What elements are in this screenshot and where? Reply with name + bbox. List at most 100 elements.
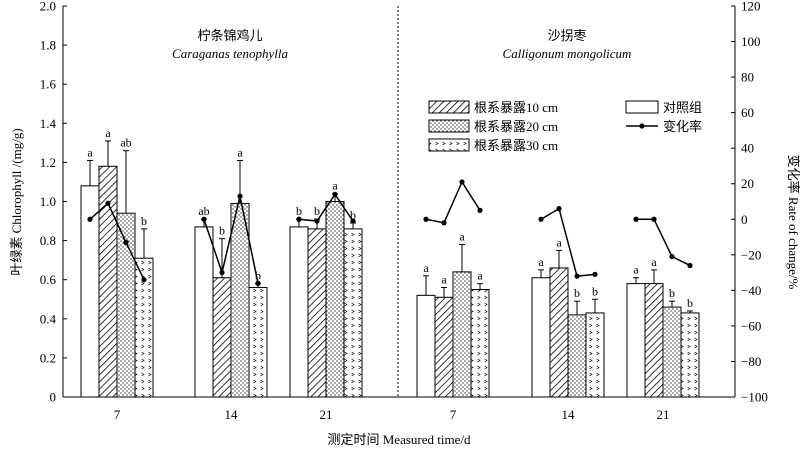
legend-label-exposure-20: 根系暴露20 cm [474,119,558,134]
left-y-tick-label: 0.8 [40,233,56,248]
rate-line [540,207,596,277]
significance-label: a [556,235,562,249]
legend-swatch-exposure-10 [428,100,470,114]
legend-swatch-control [625,100,659,114]
right-y-tick-label: 20 [741,176,754,191]
significance-label: b [350,208,356,222]
significance-label: a [459,230,465,244]
right-y-tick-label: 120 [741,0,761,14]
right-y-tick-label: −60 [741,318,761,333]
right-y-tick-label: −100 [741,390,768,405]
x-tick-label: 14 [225,407,239,422]
right-y-tick-label: 0 [741,212,748,227]
left-y-axis-label: 叶绿素 Chlorophyll /(mg/g) [9,128,24,275]
bar-control [416,294,436,398]
significance-label: b [669,286,675,300]
error-bars [87,140,693,315]
rate-line [89,202,145,281]
rate-line [636,218,691,267]
significance-label: a [651,255,657,269]
significance-label: b [141,214,147,228]
rate-point [332,191,338,197]
rate-point [87,216,93,222]
rate-line [203,195,259,284]
rate-point [105,200,111,206]
left-y-tick-label: 2.0 [40,0,56,14]
rate-point [423,216,429,222]
legend-label-exposure-30: 根系暴露30 cm [474,138,558,153]
significance-label: a [105,126,111,140]
bar-exposure_20 [567,314,587,398]
significance-label: a [441,273,447,287]
bar-exposure_10 [434,296,454,398]
x-tick-label: 7 [114,407,121,422]
significance-label: a [423,261,429,275]
rate-point [255,280,261,286]
significance-label: ab [120,136,131,150]
right-y-tick-label: −40 [741,283,761,298]
left-y-tick-label: 1.4 [40,116,57,131]
rate-point [556,206,562,212]
significance-label: ab [198,204,209,218]
left-y-tick-label: 0.6 [40,272,57,287]
rate-point [669,253,675,260]
bar-exposure_20 [452,271,472,398]
rate-point [477,207,483,213]
bar-exposure_30 [343,228,363,398]
rate-point [574,273,580,279]
significance-label: b [314,204,320,218]
significance-label: b [574,286,580,300]
significance-label: a [237,145,243,159]
bar-exposure_10 [644,283,664,398]
left-y-tick-label: 1.2 [40,155,56,170]
panel-1-subtitle: Caraganas tenophylla [172,46,288,61]
bar-exposure_30 [470,288,490,398]
bar-control [194,226,214,398]
legend-label-exposure-10: 根系暴露10 cm [474,100,558,115]
significance-label: a [332,179,338,193]
rate-lines [87,179,693,286]
significance-label: a [538,255,544,269]
rate-point [296,216,302,222]
left-y-tick-label: 1.8 [40,38,56,53]
right-y-tick-label: 40 [741,141,754,156]
right-y-tick-label: 80 [741,70,754,85]
x-tick-label: 14 [562,407,576,422]
left-y-tick-label: 0 [50,390,57,405]
left-y-tick-label: 1.6 [40,77,57,92]
rate-point [123,239,129,245]
significance-label: b [255,269,261,283]
bar-exposure_30 [585,312,605,398]
significance-label: b [592,284,598,298]
bar-exposure_20 [230,202,250,398]
right-y-tick-label: −80 [741,354,761,369]
bar-exposure_20 [662,306,682,398]
significance-label: b [687,296,693,310]
x-tick-label: 21 [657,407,670,422]
left-y-ticks: 00.20.40.60.81.01.21.41.61.82.0 [40,0,67,405]
rate-point [441,220,447,226]
bar-exposure_20 [325,201,345,398]
rate-point [633,216,639,222]
bar-exposure_10 [549,267,569,398]
significance-label: b [296,204,302,218]
bar-control [289,226,309,398]
rate-point [141,277,147,283]
rate-point [237,193,243,199]
right-y-tick-label: −20 [741,247,761,262]
legend-swatch-exposure-30 [428,138,470,152]
significance-label: a [633,263,639,277]
significance-label: a [87,145,93,159]
left-y-tick-label: 0.2 [40,350,56,365]
bar-exposure_30 [248,287,268,398]
right-y-tick-label: 100 [741,34,761,49]
rate-point [687,262,693,269]
rate-point [219,269,225,276]
x-tick-label: 7 [450,407,457,422]
rate-point [314,218,320,224]
rate-point [538,216,544,222]
